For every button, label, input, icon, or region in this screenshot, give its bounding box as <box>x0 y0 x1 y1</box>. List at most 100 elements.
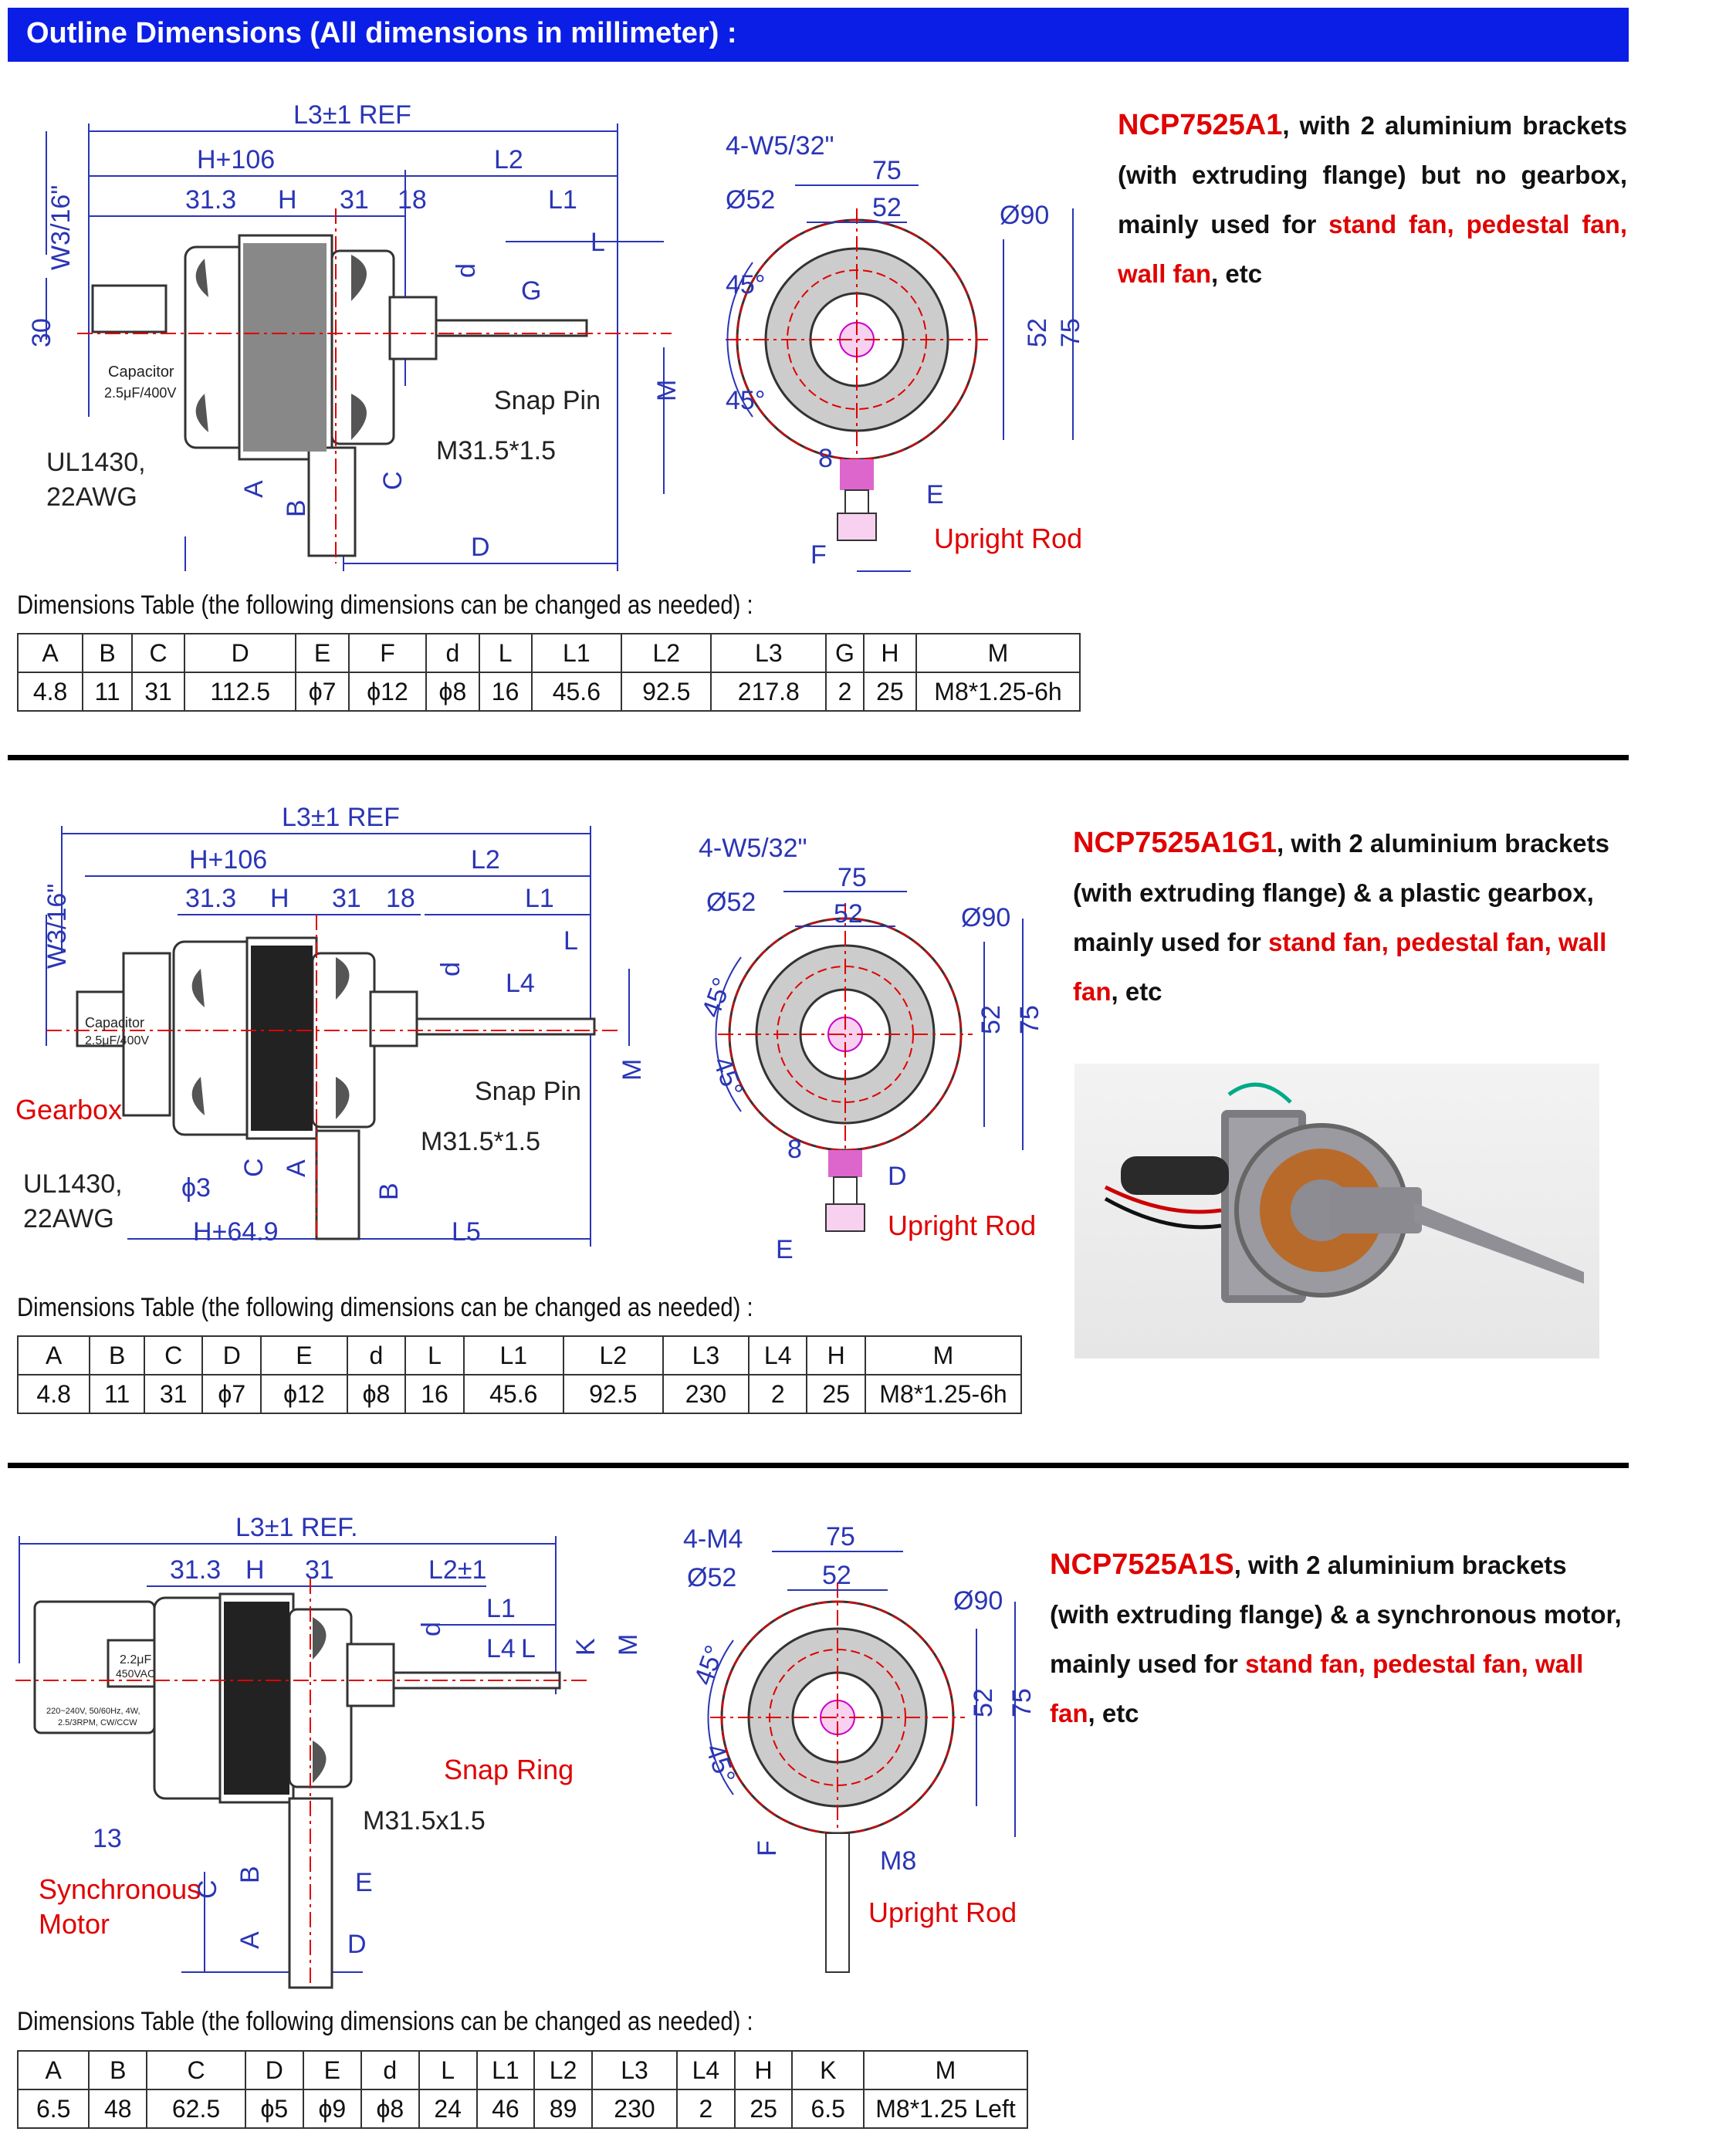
dim-phi90: Ø90 <box>1000 201 1049 230</box>
dim-75-v: 75 <box>1056 318 1085 347</box>
label-snap-pin: Snap Pin <box>475 1077 581 1106</box>
dim-31-3: 31.3 <box>170 1555 221 1585</box>
dim-phi90: Ø90 <box>953 1586 1003 1616</box>
dim-a: A <box>239 480 269 498</box>
dim-l1: L1 <box>486 1594 516 1623</box>
dim-8: 8 <box>818 444 833 473</box>
dim-l3: L3±1 REF <box>282 803 400 832</box>
dim-w316: W3/16" <box>42 884 72 969</box>
label-plate-1: 220~240V, 50/60Hz, 4W, <box>46 1707 140 1716</box>
drawing-side-2: L3±1 REF H+106 L2 31.3 H 31 18 L1 L L4 d… <box>15 803 647 1247</box>
dim-l4: L4 <box>506 969 535 998</box>
dim-phi90: Ø90 <box>961 903 1010 932</box>
dim-h: H <box>270 884 289 913</box>
dim-h: H <box>278 185 297 215</box>
label-synchronous: Synchronous <box>39 1873 201 1905</box>
dim-phi52: Ø52 <box>726 185 775 215</box>
label-motor: Motor <box>39 1908 110 1940</box>
section-divider <box>8 1463 1629 1468</box>
dim-45-b: 45° <box>726 386 765 415</box>
dim-h106: H+106 <box>189 845 267 875</box>
dim-w532: 4-W5/32" <box>699 834 807 863</box>
dim-l2: L2 <box>471 845 500 875</box>
label-snap-ring: Snap Ring <box>444 1754 574 1785</box>
dim-b: B <box>282 499 311 517</box>
table-title-1: Dimensions Table (the following dimensio… <box>17 590 753 620</box>
dim-52-h: 52 <box>834 899 863 929</box>
table-title-2: Dimensions Table (the following dimensio… <box>17 1293 753 1322</box>
dim-b: B <box>235 1866 265 1883</box>
label-upright-rod: Upright Rod <box>868 1897 1017 1928</box>
dim-phi52: Ø52 <box>687 1563 736 1592</box>
dim-l2: L2 <box>494 145 523 174</box>
dim-52-h: 52 <box>872 193 902 222</box>
section-2-description: NCP7525A1G1, with 2 aluminium brackets (… <box>1073 827 1609 1006</box>
dim-31: 31 <box>305 1555 334 1585</box>
section-divider <box>8 755 1629 760</box>
dim-big-d: D <box>888 1162 907 1191</box>
dim-31: 31 <box>332 884 361 913</box>
dim-l3: L3±1 REF. <box>235 1513 358 1542</box>
dim-75-h: 75 <box>838 863 867 892</box>
dim-13: 13 <box>93 1824 122 1853</box>
dim-52-v: 52 <box>976 1005 1006 1034</box>
drawing-side-3: L3±1 REF. 31.3 H 31 L2±1 L1 L4 L K M d 1… <box>15 1513 643 1989</box>
table-title-3: Dimensions Table (the following dimensio… <box>17 2007 753 2036</box>
dim-31: 31 <box>340 185 369 215</box>
label-upright-rod: Upright Rod <box>934 523 1082 554</box>
dim-big-d: D <box>347 1930 367 1959</box>
model-name-2: NCP7525A1G1 <box>1073 827 1277 859</box>
dim-d: d <box>417 1622 446 1636</box>
dim-b: B <box>374 1183 404 1200</box>
dim-l1: L1 <box>525 884 554 913</box>
dim-c: C <box>193 1880 222 1899</box>
dim-52-v: 52 <box>969 1688 998 1717</box>
label-capacitor: Capacitor <box>108 364 174 381</box>
dim-h649: H+64.9 <box>193 1217 279 1247</box>
label-cap-value: 450VAC <box>116 1667 155 1680</box>
section-3-description: NCP7525A1S, with 2 aluminium brackets (w… <box>1050 1548 1622 1727</box>
dim-75-v: 75 <box>1015 1005 1044 1034</box>
drawing-side-1: L3±1 REF H+106 L2 31.3 H 31 18 L1 L G d … <box>27 100 679 571</box>
dim-4-m4: 4-M4 <box>683 1524 743 1554</box>
dim-75-h: 75 <box>872 156 902 185</box>
dim-h: H <box>245 1555 265 1585</box>
dim-45-a: 45° <box>689 1642 729 1689</box>
motor-illustration <box>1104 1082 1584 1303</box>
label-awg: 22AWG <box>46 482 137 512</box>
model-name-1: NCP7525A1 <box>1118 109 1283 141</box>
section-1-description: NCP7525A1, with 2 aluminium brackets (wi… <box>1118 109 1627 288</box>
dim-l1: L1 <box>548 185 577 215</box>
label-thread: M31.5x1.5 <box>363 1806 486 1836</box>
dim-m: M <box>614 1634 643 1656</box>
dim-d: d <box>452 263 481 278</box>
dim-d: d <box>436 962 465 976</box>
dim-a: A <box>282 1159 311 1177</box>
dim-52-v: 52 <box>1023 318 1052 347</box>
dim-big-d: D <box>471 533 490 562</box>
page-title: Outline Dimensions (All dimensions in mi… <box>26 17 737 49</box>
drawing-front-2: 4-W5/32" 75 52 Ø52 Ø90 45° 45° 8 D E 52 … <box>696 834 1044 1264</box>
dim-c: C <box>378 471 408 490</box>
dim-52-h: 52 <box>822 1561 851 1590</box>
label-ul: UL1430, <box>46 448 146 477</box>
dim-f: F <box>753 1840 782 1856</box>
label-thread: M31.5*1.5 <box>436 436 556 465</box>
label-capacitor: Capacitor <box>85 1015 144 1030</box>
dim-l: L <box>591 228 605 257</box>
motor-photo <box>1074 1064 1599 1359</box>
dim-k: K <box>571 1638 601 1656</box>
dim-l: L <box>521 1634 536 1663</box>
label-plate-2: 2.5/3RPM, CW/CCW <box>58 1718 137 1727</box>
dim-8: 8 <box>787 1135 802 1164</box>
dim-w532: 4-W5/32" <box>726 131 834 161</box>
dim-31-3: 31.3 <box>185 185 236 215</box>
